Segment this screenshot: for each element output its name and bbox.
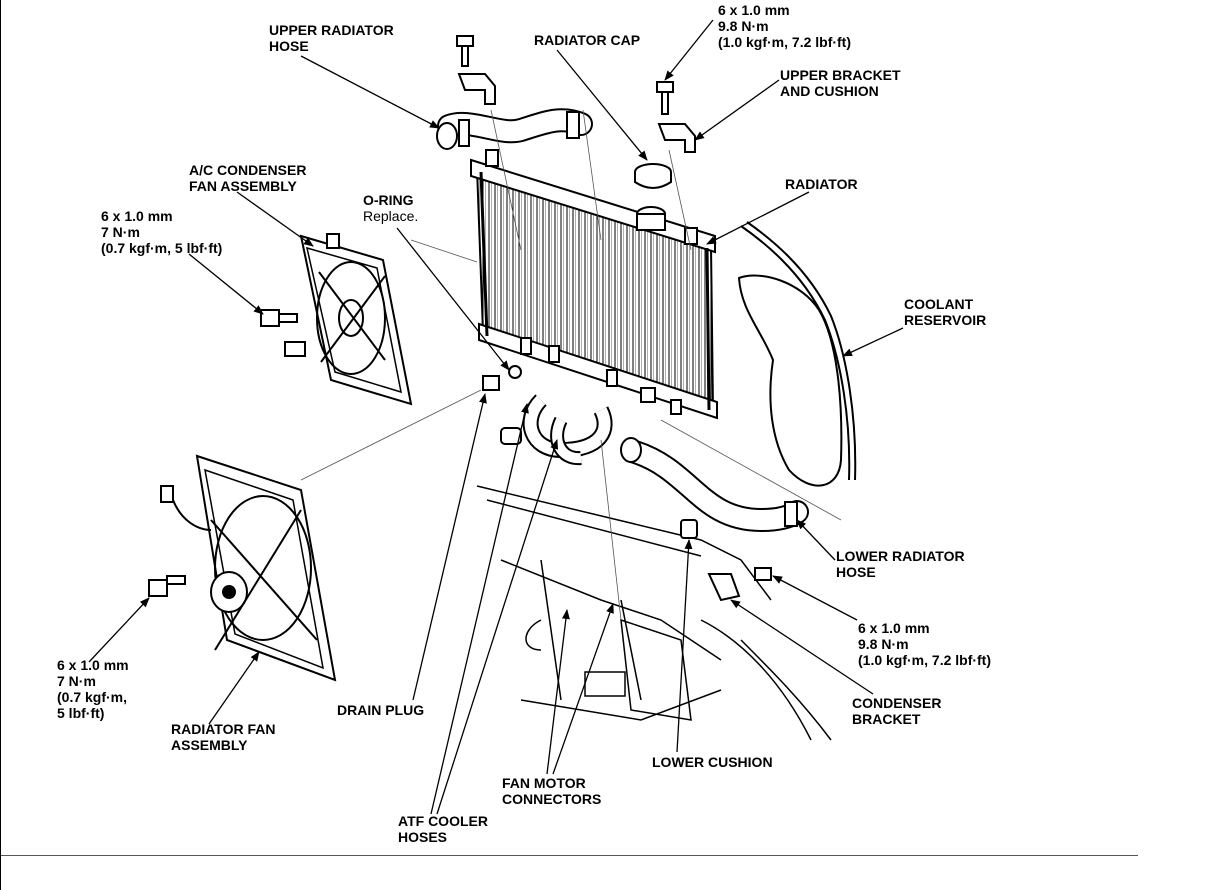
condenser-bracket (707, 567, 772, 602)
drain-plug (482, 365, 522, 391)
vehicle-body-structure (476, 485, 832, 741)
radiator-core (470, 149, 718, 420)
label-o-ring: O-RING Replace. (363, 192, 419, 224)
label-upper-bracket: UPPER BRACKET AND CUSHION (780, 67, 901, 99)
radiator-cap (634, 163, 672, 189)
bottom-divider (1, 855, 1138, 856)
lower-cushion (680, 519, 698, 539)
label-condenser-bracket: CONDENSER BRACKET (852, 695, 942, 727)
label-atf-cooler-hoses: ATF COOLER HOSES (398, 813, 488, 845)
label-fan-motor-connectors: FAN MOTOR CONNECTORS (502, 775, 602, 807)
upper-bracket-left (456, 35, 496, 105)
leader-lines (88, 19, 904, 815)
label-radiator-cap: RADIATOR CAP (534, 32, 641, 48)
label-lower-cushion: LOWER CUSHION (652, 754, 773, 770)
label-bolt-spec-right: 6 x 1.0 mm 9.8 N·m (1.0 kgf·m, 7.2 lbf·f… (858, 620, 992, 668)
upper-bracket-right (656, 81, 696, 153)
label-upper-radiator-hose: UPPER RADIATOR HOSE (269, 22, 394, 54)
ac-condenser-fan-assembly (284, 233, 413, 406)
lower-radiator-hose (620, 437, 809, 533)
label-coolant-reservoir: COOLANT RESERVOIR (904, 296, 987, 328)
label-ac-condenser-fan: A/C CONDENSER FAN ASSEMBLY (189, 162, 307, 194)
label-lower-radiator-hose: LOWER RADIATOR HOSE (836, 548, 965, 580)
grommet (500, 427, 522, 445)
bolt-bottom-left-fan (148, 575, 186, 597)
label-radiator-fan: RADIATOR FAN ASSEMBLY (171, 721, 276, 753)
bolt-left-fan (260, 309, 298, 327)
upper-radiator-hose (436, 108, 593, 150)
label-bolt-spec-bottom-left: 6 x 1.0 mm 7 N·m (0.7 kgf·m, 5 lbf·ft) (57, 657, 129, 721)
label-drain-plug: DRAIN PLUG (337, 702, 425, 718)
label-radiator: RADIATOR (785, 176, 858, 192)
alignment-lines (300, 109, 842, 621)
atf-cooler-hoses (522, 394, 613, 466)
radiator-fan-assembly (160, 454, 337, 682)
label-bolt-spec-top: 6 x 1.0 mm 9.8 N·m (1.0 kgf·m, 7.2 lbf·f… (718, 2, 852, 50)
label-bolt-spec-left: 6 x 1.0 mm 7 N·m (0.7 kgf·m, 5 lbf·ft) (101, 208, 223, 256)
coolant-reservoir (737, 221, 857, 487)
